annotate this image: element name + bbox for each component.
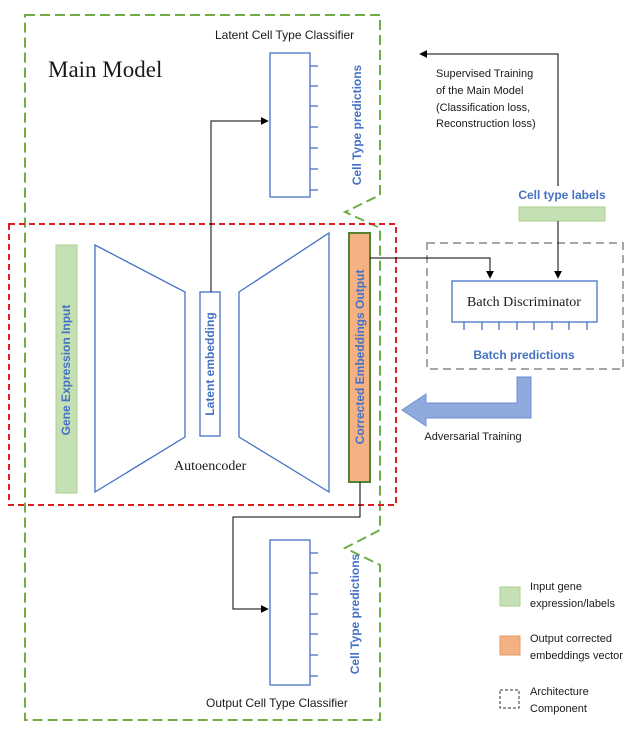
cell-type-labels-bar bbox=[518, 206, 606, 222]
autoencoder-title: Autoencoder bbox=[174, 459, 247, 474]
output-classifier-block bbox=[269, 539, 318, 686]
batch-discriminator-title: Batch Discriminator bbox=[467, 295, 581, 310]
gene-expression-input-bar bbox=[55, 244, 78, 494]
latent-to-classifier-arrow bbox=[210, 117, 269, 292]
output-to-classifier-arrow bbox=[232, 482, 361, 613]
legend-output-line1: Output corrected bbox=[530, 633, 612, 645]
gene-expression-input-label: Gene Expression Input bbox=[59, 305, 73, 436]
cell-type-predictions-top-label: Cell Type predictions bbox=[350, 64, 364, 185]
adversarial-training-arrow bbox=[401, 376, 532, 427]
main-model-title: Main Model bbox=[48, 57, 162, 82]
cell-type-predictions-bottom-label: Cell Type predictions bbox=[348, 553, 362, 674]
legend-input-line2: expression/labels bbox=[530, 598, 615, 610]
legend: Input gene expression/labels Output corr… bbox=[499, 581, 623, 715]
batch-discriminator-box bbox=[451, 280, 598, 323]
supervised-note-line4: Reconstruction loss) bbox=[436, 118, 536, 130]
discriminator-region bbox=[426, 242, 624, 370]
latent-classifier-title: Latent Cell Type Classifier bbox=[215, 28, 354, 42]
supervised-training-note: Supervised Training of the Main Model (C… bbox=[436, 68, 536, 130]
legend-input-swatch bbox=[499, 586, 521, 607]
encoder-shape bbox=[94, 243, 186, 494]
corrected-embeddings-output-label: Corrected Embeddings Output bbox=[353, 270, 367, 445]
output-classifier-title: Output Cell Type Classifier bbox=[206, 696, 348, 710]
adversarial-training-label: Adversarial Training bbox=[424, 431, 521, 443]
legend-architecture-line2: Component bbox=[530, 703, 587, 715]
legend-output-line2: embeddings vector bbox=[530, 650, 623, 662]
supervised-note-line1: Supervised Training bbox=[436, 68, 533, 80]
supervised-note-line3: (Classification loss, bbox=[436, 102, 530, 114]
main-model-boundary bbox=[24, 14, 381, 721]
supervised-training-arrow bbox=[419, 50, 559, 186]
legend-architecture-line1: Architecture bbox=[530, 686, 589, 698]
decoder-shape bbox=[238, 231, 330, 494]
latent-classifier-block bbox=[269, 52, 318, 198]
batch-predictions-label: Batch predictions bbox=[473, 348, 575, 362]
legend-architecture-swatch bbox=[499, 689, 520, 709]
legend-output-swatch bbox=[499, 635, 521, 656]
legend-input-line1: Input gene bbox=[530, 581, 582, 593]
latent-embedding-label: Latent embedding bbox=[203, 312, 217, 415]
batch-discriminator-outputs bbox=[463, 322, 588, 330]
autoencoder-region bbox=[8, 223, 397, 506]
output-to-discriminator-arrow bbox=[370, 257, 494, 279]
cell-type-labels-label: Cell type labels bbox=[518, 188, 606, 202]
latent-embedding-box bbox=[199, 291, 221, 437]
supervised-note-line2: of the Main Model bbox=[436, 85, 523, 97]
